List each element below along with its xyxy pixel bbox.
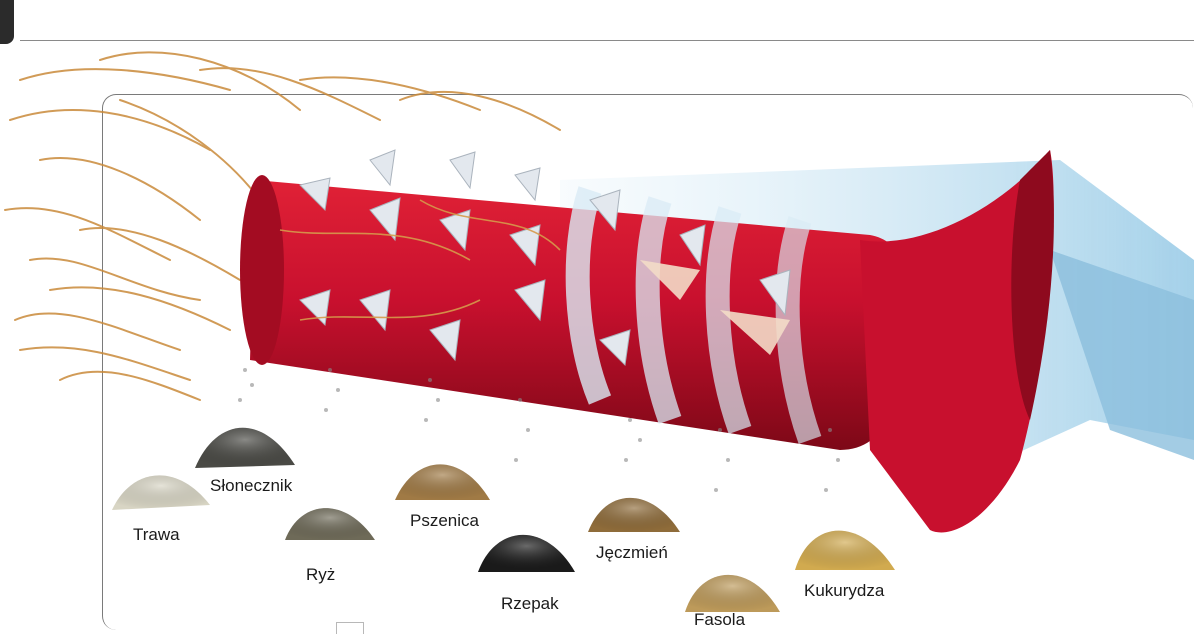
grain-piles xyxy=(112,428,895,612)
label-ryz: Ryż xyxy=(306,565,335,585)
label-kukurydza: Kukurydza xyxy=(804,581,884,601)
label-trawa: Trawa xyxy=(133,525,180,545)
label-slonecznik: Słonecznik xyxy=(210,476,292,496)
label-jeczmien: Jęczmień xyxy=(596,543,668,563)
label-fasola: Fasola xyxy=(694,610,745,630)
label-pszenica: Pszenica xyxy=(410,511,479,531)
label-rzepak: Rzepak xyxy=(501,594,559,614)
